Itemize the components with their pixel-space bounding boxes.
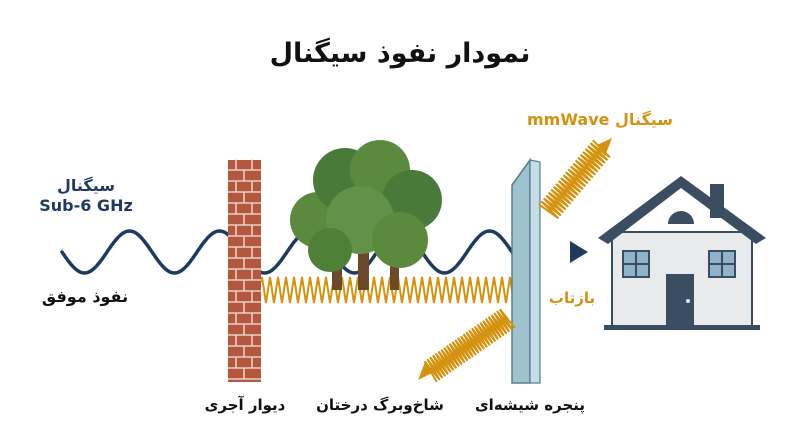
glass-window-label: پنجره شیشه‌ای <box>474 396 586 414</box>
mmwave-reflected-up <box>538 139 611 220</box>
arrow-up-right-icon <box>597 138 612 156</box>
reflection-label: بازتاب <box>548 289 596 307</box>
arrow-right-icon <box>570 241 588 263</box>
trees <box>290 140 442 290</box>
successful-penetration-label: نفوذ موفق <box>41 287 129 306</box>
house-icon <box>598 176 766 330</box>
sub6-signal-label: سیگنال <box>57 176 115 195</box>
diagram-title: نمودار نفوذ سیگنال <box>269 38 531 69</box>
trees-label: شاخ‌وبرگ درختان <box>316 396 444 414</box>
mmwave-reflected-down <box>423 308 516 383</box>
sub6-frequency-label: Sub-6 GHz <box>39 196 133 215</box>
mmwave-signal-label: سیگنال mmWave <box>526 110 674 129</box>
brick-wall-label: دیوار آجری <box>204 396 286 414</box>
arrow-down-left-icon <box>418 362 432 380</box>
sub6-ghz-wave <box>60 229 522 275</box>
brick-wall <box>228 159 261 382</box>
glass-window <box>511 157 541 384</box>
